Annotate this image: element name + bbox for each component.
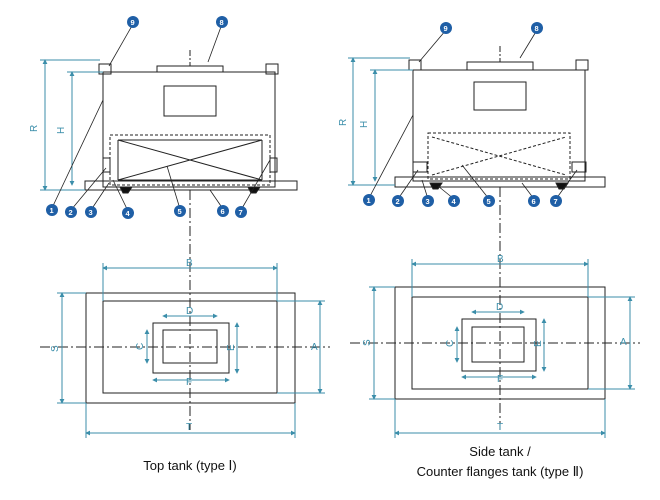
corner-lug-left: [408, 59, 422, 71]
svg-text:2: 2: [69, 208, 73, 217]
caption-side-tank: Side tank /: [469, 444, 531, 459]
svg-text:1: 1: [367, 196, 371, 205]
top-tank-plan: [40, 292, 330, 404]
top-callout-leaders: [51, 23, 271, 212]
callout-9-badge: [127, 16, 139, 28]
svg-text:8: 8: [535, 24, 539, 33]
clamp-right: [571, 161, 587, 173]
side-dim-F: F: [497, 374, 503, 385]
corner-lug-left: [98, 63, 112, 75]
svg-text:6: 6: [221, 207, 225, 216]
callout-8-badge: [216, 16, 228, 28]
top-flange: [466, 61, 534, 71]
side-dim-T: T: [497, 422, 503, 433]
caption-counter-flanges: Counter flanges tank (type Ⅱ): [416, 464, 584, 479]
corner-lug-right: [575, 59, 589, 71]
duct-inner: [471, 326, 525, 363]
svg-text:1: 1: [50, 206, 54, 215]
callout-7-badge: [235, 206, 247, 218]
clamp-left: [412, 161, 428, 173]
svg-text:5: 5: [487, 197, 491, 206]
callout-5-badge: [174, 205, 186, 217]
filter-diag-2: [117, 139, 263, 181]
top-callouts: 9 8 1 2 3 4 5 6 7: [46, 16, 247, 219]
top-tank-elevation: [84, 50, 298, 430]
side-plan-dims: [369, 259, 635, 438]
side-dim-E: E: [533, 340, 544, 347]
duct-outer: [152, 322, 230, 374]
housing-outline: [412, 69, 586, 182]
svg-text:7: 7: [239, 208, 243, 217]
svg-text:5: 5: [178, 207, 182, 216]
side-tank-elevation: [394, 46, 606, 430]
top-dim-C: C: [135, 343, 146, 350]
top-dim-E: E: [226, 344, 237, 351]
svg-text:9: 9: [131, 18, 135, 27]
svg-text:4: 4: [452, 197, 457, 206]
callout-4-badge: [122, 207, 134, 219]
svg-text:6: 6: [532, 197, 536, 206]
caption-top-tank: Top tank (type Ⅰ): [143, 458, 237, 473]
top-dim-R: R: [29, 125, 40, 132]
duct-outer: [461, 318, 537, 372]
top-dim-A: A: [311, 342, 318, 353]
svg-text:4: 4: [126, 209, 131, 218]
top-dim-B: B: [186, 258, 193, 269]
clamp-right: [269, 157, 278, 173]
base-plate: [84, 180, 298, 191]
seal-right: [247, 186, 261, 194]
side-dim-D: D: [496, 302, 503, 313]
corner-lug-right: [265, 63, 279, 75]
top-dim-F: F: [186, 377, 192, 388]
inspection-window: [473, 81, 527, 111]
svg-text:7: 7: [554, 197, 558, 206]
top-flange: [156, 65, 224, 73]
svg-text:2: 2: [396, 197, 400, 206]
clamp-left: [102, 157, 111, 173]
svg-text:8: 8: [220, 18, 224, 27]
inspection-window: [163, 85, 217, 117]
callout-1-badge: [46, 204, 58, 216]
side-callout-leaders: [368, 29, 578, 200]
top-dim-H: H: [56, 127, 67, 134]
housing-outline: [102, 71, 276, 188]
side-dim-A: A: [620, 337, 627, 348]
seal-left: [119, 186, 133, 194]
top-dim-S: S: [50, 345, 61, 352]
svg-text:9: 9: [444, 24, 448, 33]
top-plan-dims: [57, 263, 325, 438]
side-callouts: 9 8 1 2 3 4 5 6 7: [363, 22, 562, 207]
side-dim-H: H: [359, 121, 370, 128]
callout-6-badge: [217, 205, 229, 217]
side-dim-S: S: [362, 339, 373, 346]
side-dim-B: B: [497, 254, 504, 265]
filter-frame: [427, 132, 571, 180]
top-dim-rh: [40, 59, 103, 191]
side-dim-rh: [348, 57, 413, 186]
outer-frame: [85, 292, 296, 404]
callout-3-badge: [85, 206, 97, 218]
svg-text:3: 3: [426, 197, 430, 206]
top-dim-T: T: [186, 422, 192, 433]
top-dim-D: D: [186, 306, 193, 317]
callout-2-badge: [65, 206, 77, 218]
svg-text:3: 3: [89, 208, 93, 217]
side-dim-C: C: [445, 340, 456, 347]
side-tank-plan: [350, 286, 640, 400]
side-dim-R: R: [338, 119, 349, 126]
